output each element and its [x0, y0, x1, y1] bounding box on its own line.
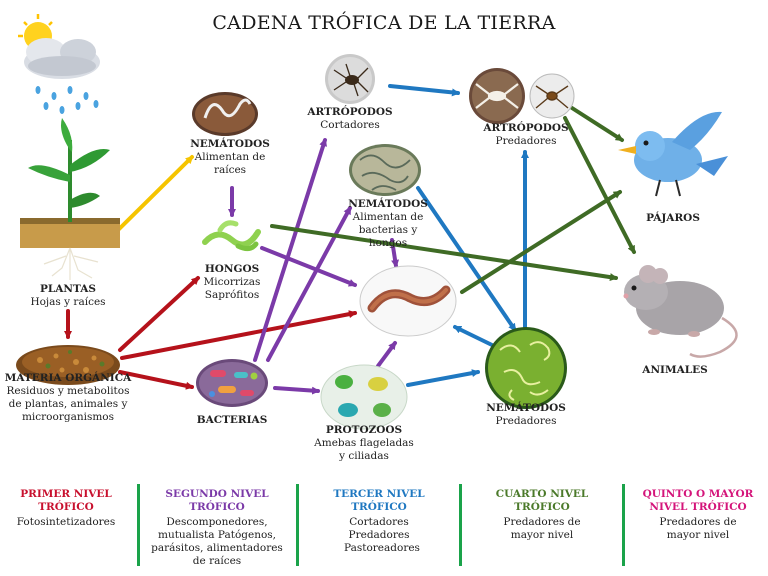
level-separator	[622, 484, 625, 566]
label-bacterias: BACTERIAS	[192, 414, 272, 427]
bird-icon	[618, 111, 728, 197]
node-name: NEMÁTODOS	[348, 198, 428, 210]
node-name: PROTOZOOS	[325, 424, 403, 436]
node-name: ANIMALES	[642, 364, 708, 376]
level-desc: Descomponedores, mutualista Patógenos, p…	[151, 516, 283, 567]
arrows	[64, 84, 636, 395]
node-name: ARTRÓPODOS	[307, 106, 393, 118]
arthropod-icon	[325, 54, 375, 104]
arrow-protozoos-to-nempred	[406, 369, 480, 387]
arrow-materia-to-hongos	[118, 276, 200, 352]
arrow-hongos-to-lombriz	[260, 246, 357, 287]
arrow-nemabact-to-nempred	[416, 186, 517, 332]
level-desc: Predadores de mayor nivel	[659, 516, 737, 541]
trophic-levels: PRIMER NIVEL TRÓFICO Fotosintetizadores …	[0, 480, 768, 576]
level-desc: Cortadores Predadores Pastoreadores	[344, 516, 420, 554]
label-pajaros: PÁJAROS	[628, 212, 718, 225]
label-nematodos-raices: NEMÁTODOS Alimentan de raíces	[182, 138, 278, 177]
node-name: NEMÁTODOS	[486, 402, 566, 414]
level-separator	[459, 484, 462, 566]
plant-icon	[20, 118, 120, 280]
label-animales: ANIMALES	[630, 364, 720, 377]
level-desc: Predadores de mayor nivel	[503, 516, 581, 541]
level-5: QUINTO O MAYOR NIVEL TRÓFICO Predadores …	[630, 488, 766, 542]
node-desc: Amebas flageladas y ciliadas	[314, 437, 414, 462]
level-separator	[137, 484, 140, 566]
organic-matter-icon	[16, 345, 120, 385]
sun-cloud-icon	[18, 14, 100, 114]
arrow-lombriz-to-pajaros	[460, 190, 622, 294]
label-materia-organica: MATERIA ORGÁNICA Residuos y metabolitos …	[4, 372, 132, 424]
node-desc: Micorrizas Saprófitos	[203, 276, 261, 301]
arrow-bacterias-to-protozoos	[273, 386, 320, 395]
earthworm-icon	[359, 265, 457, 337]
node-name: ARTRÓPODOS	[483, 122, 569, 134]
nematode-icon	[485, 327, 567, 409]
level-title: SEGUNDO NIVEL TRÓFICO	[165, 488, 269, 513]
node-desc: Hojas y raíces	[30, 296, 106, 308]
level-2: SEGUNDO NIVEL TRÓFICO Descomponedores, m…	[146, 488, 288, 568]
arthropod-icon	[469, 68, 575, 124]
label-hongos: HONGOS Micorrizas Saprófitos	[192, 263, 272, 302]
arrow-predadores-to-pajaros	[570, 106, 624, 142]
node-desc: Cortadores	[320, 119, 380, 131]
node-name: PÁJAROS	[646, 212, 700, 224]
node-desc: Predadores	[495, 415, 557, 427]
arrow-nempred-to-lombriz	[453, 325, 494, 347]
diagram-title: CADENA TRÓFICA DE LA TIERRA	[212, 12, 556, 34]
bacteria-icon	[196, 359, 268, 407]
label-nematodos-predadores: NEMÁTODOS Predadores	[478, 402, 574, 428]
node-name: NEMÁTODOS	[190, 138, 270, 150]
level-1: PRIMER NIVEL TRÓFICO Fotosintetizadores	[2, 488, 130, 529]
arrow-cortadores-to-predadores	[388, 84, 460, 97]
level-title: CUARTO NIVEL TRÓFICO	[495, 488, 589, 513]
arrow-plantas-to-nematodos	[106, 155, 194, 242]
protozoa-icon	[320, 364, 408, 430]
arrow-hongos-to-animales	[270, 224, 618, 282]
arrow-protozoos-to-lombriz	[376, 341, 397, 368]
arrow-bacterias-to-nemabact	[266, 206, 352, 362]
level-3: TERCER NIVEL TRÓFICO Cortadores Predador…	[306, 488, 452, 555]
fungi-icon	[202, 220, 261, 252]
food-web-diagram	[16, 14, 738, 430]
nematode-icon	[349, 144, 421, 196]
node-desc: Predadores	[495, 135, 557, 147]
level-title: TERCER NIVEL TRÓFICO	[333, 488, 425, 513]
node-name: HONGOS	[204, 263, 260, 275]
node-name: PLANTAS	[40, 283, 96, 295]
node-desc: Residuos y metabolitos de plantas, anima…	[6, 385, 130, 423]
arrow-materia-to-lombriz	[120, 310, 357, 360]
arrow-predadores-to-animales	[563, 116, 636, 254]
nematode-icon	[192, 92, 258, 136]
node-desc: Alimentan de raíces	[194, 151, 266, 176]
label-artropodos-predadores: ARTRÓPODOS Predadores	[476, 122, 576, 148]
level-4: CUARTO NIVEL TRÓFICO Predadores de mayor…	[468, 488, 616, 542]
label-plantas: PLANTAS Hojas y raíces	[2, 283, 134, 309]
label-artropodos-cortadores: ARTRÓPODOS Cortadores	[300, 106, 400, 132]
label-nematodos-bacterias: NEMÁTODOS Alimentan de bacterias y hongo…	[338, 198, 438, 250]
label-protozoos: PROTOZOOS Amebas flageladas y ciliadas	[312, 424, 416, 463]
level-title: PRIMER NIVEL TRÓFICO	[20, 488, 112, 513]
node-name: BACTERIAS	[196, 414, 268, 426]
level-separator	[296, 484, 299, 566]
level-title: QUINTO O MAYOR NIVEL TRÓFICO	[642, 488, 754, 513]
node-name: MATERIA ORGÁNICA	[4, 372, 132, 384]
node-desc: Alimentan de bacterias y hongos	[352, 211, 424, 249]
level-desc: Fotosintetizadores	[16, 516, 116, 528]
arrow-bacterias-to-cortadores	[253, 138, 327, 362]
mouse-icon	[623, 265, 738, 358]
arrow-materia-to-bacterias	[118, 370, 194, 390]
